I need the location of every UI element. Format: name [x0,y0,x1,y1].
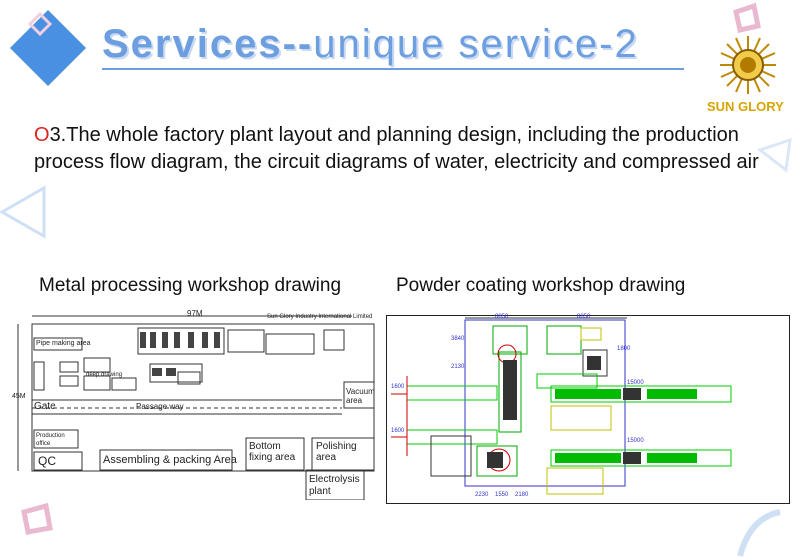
bottom-fixing-label: Bottom fixing area [249,441,296,463]
body-paragraph: O3.The whole factory plant layout and pl… [34,122,774,176]
dim-side-2: 2130 [451,364,465,370]
title-rest: unique service-2 [313,22,639,66]
body-text: 3.The whole factory plant layout and pla… [34,124,759,173]
dim-bottom-3: 2180 [515,492,529,498]
pink-square-shape [733,2,761,33]
dim-left-lower: 1600 [391,428,405,434]
caption-metal-workshop: Metal processing workshop drawing [39,275,342,296]
slide-title: Services--unique service-2 [102,22,639,67]
blue-arc-shape [737,509,781,557]
dim-left-upper: 1600 [391,384,405,390]
company-label: Sun Glory Industry International Limited [267,314,373,320]
polishing-label: Polishing area [316,441,357,463]
blue-diamond-shape [10,10,86,86]
passage-label: Passage way [136,402,184,411]
dim-bottom-2: 1550 [495,492,509,498]
dim-bottom-1: 2230 [475,492,489,498]
vacuum-label: Vacuum area [346,387,375,405]
pipe-area-label: Pipe making area [36,340,91,347]
title-bold: Services-- [102,22,314,66]
production-office-label: Production office [36,433,65,447]
caption-powder-workshop: Powder coating workshop drawing [396,275,686,296]
dim-side-1: 3840 [451,336,465,342]
dim-top-left: 8850 [495,314,509,320]
pink-outline-diamond [27,11,53,37]
blue-outline-triangle [0,185,46,239]
blue-outline-triangle-right [756,137,792,173]
dimension-label: 97M [187,309,203,318]
sun-glory-logo-icon [720,36,776,94]
bullet-symbol: O [34,124,50,146]
dim-line-lower: 15000 [627,438,644,444]
deep-drawing-label: deep drawing [86,372,123,378]
electrolysis-label: Electrolysis plant [309,474,360,497]
metal-workshop-drawing: 97M Sun Glory Industry International Lim… [12,308,382,500]
gate-label: Gate [34,401,56,412]
qc-label: QC [38,454,56,468]
side-dimension-label: 45M [12,393,26,400]
title-underline [102,68,684,70]
dim-right-side: 1800 [617,346,631,352]
powder-coating-drawing: 8850 8850 15000 15000 2230 1550 2180 384… [386,314,790,504]
dim-line-upper: 15000 [627,380,644,386]
assembling-label: Assembling & packing Area [103,454,237,466]
pink-square-bottom [21,502,53,535]
logo-text: SUN GLORY [707,99,784,114]
powder-coating-lines [391,317,732,495]
dim-top-right: 8850 [577,314,591,320]
metal-workshop-lines [17,315,375,500]
